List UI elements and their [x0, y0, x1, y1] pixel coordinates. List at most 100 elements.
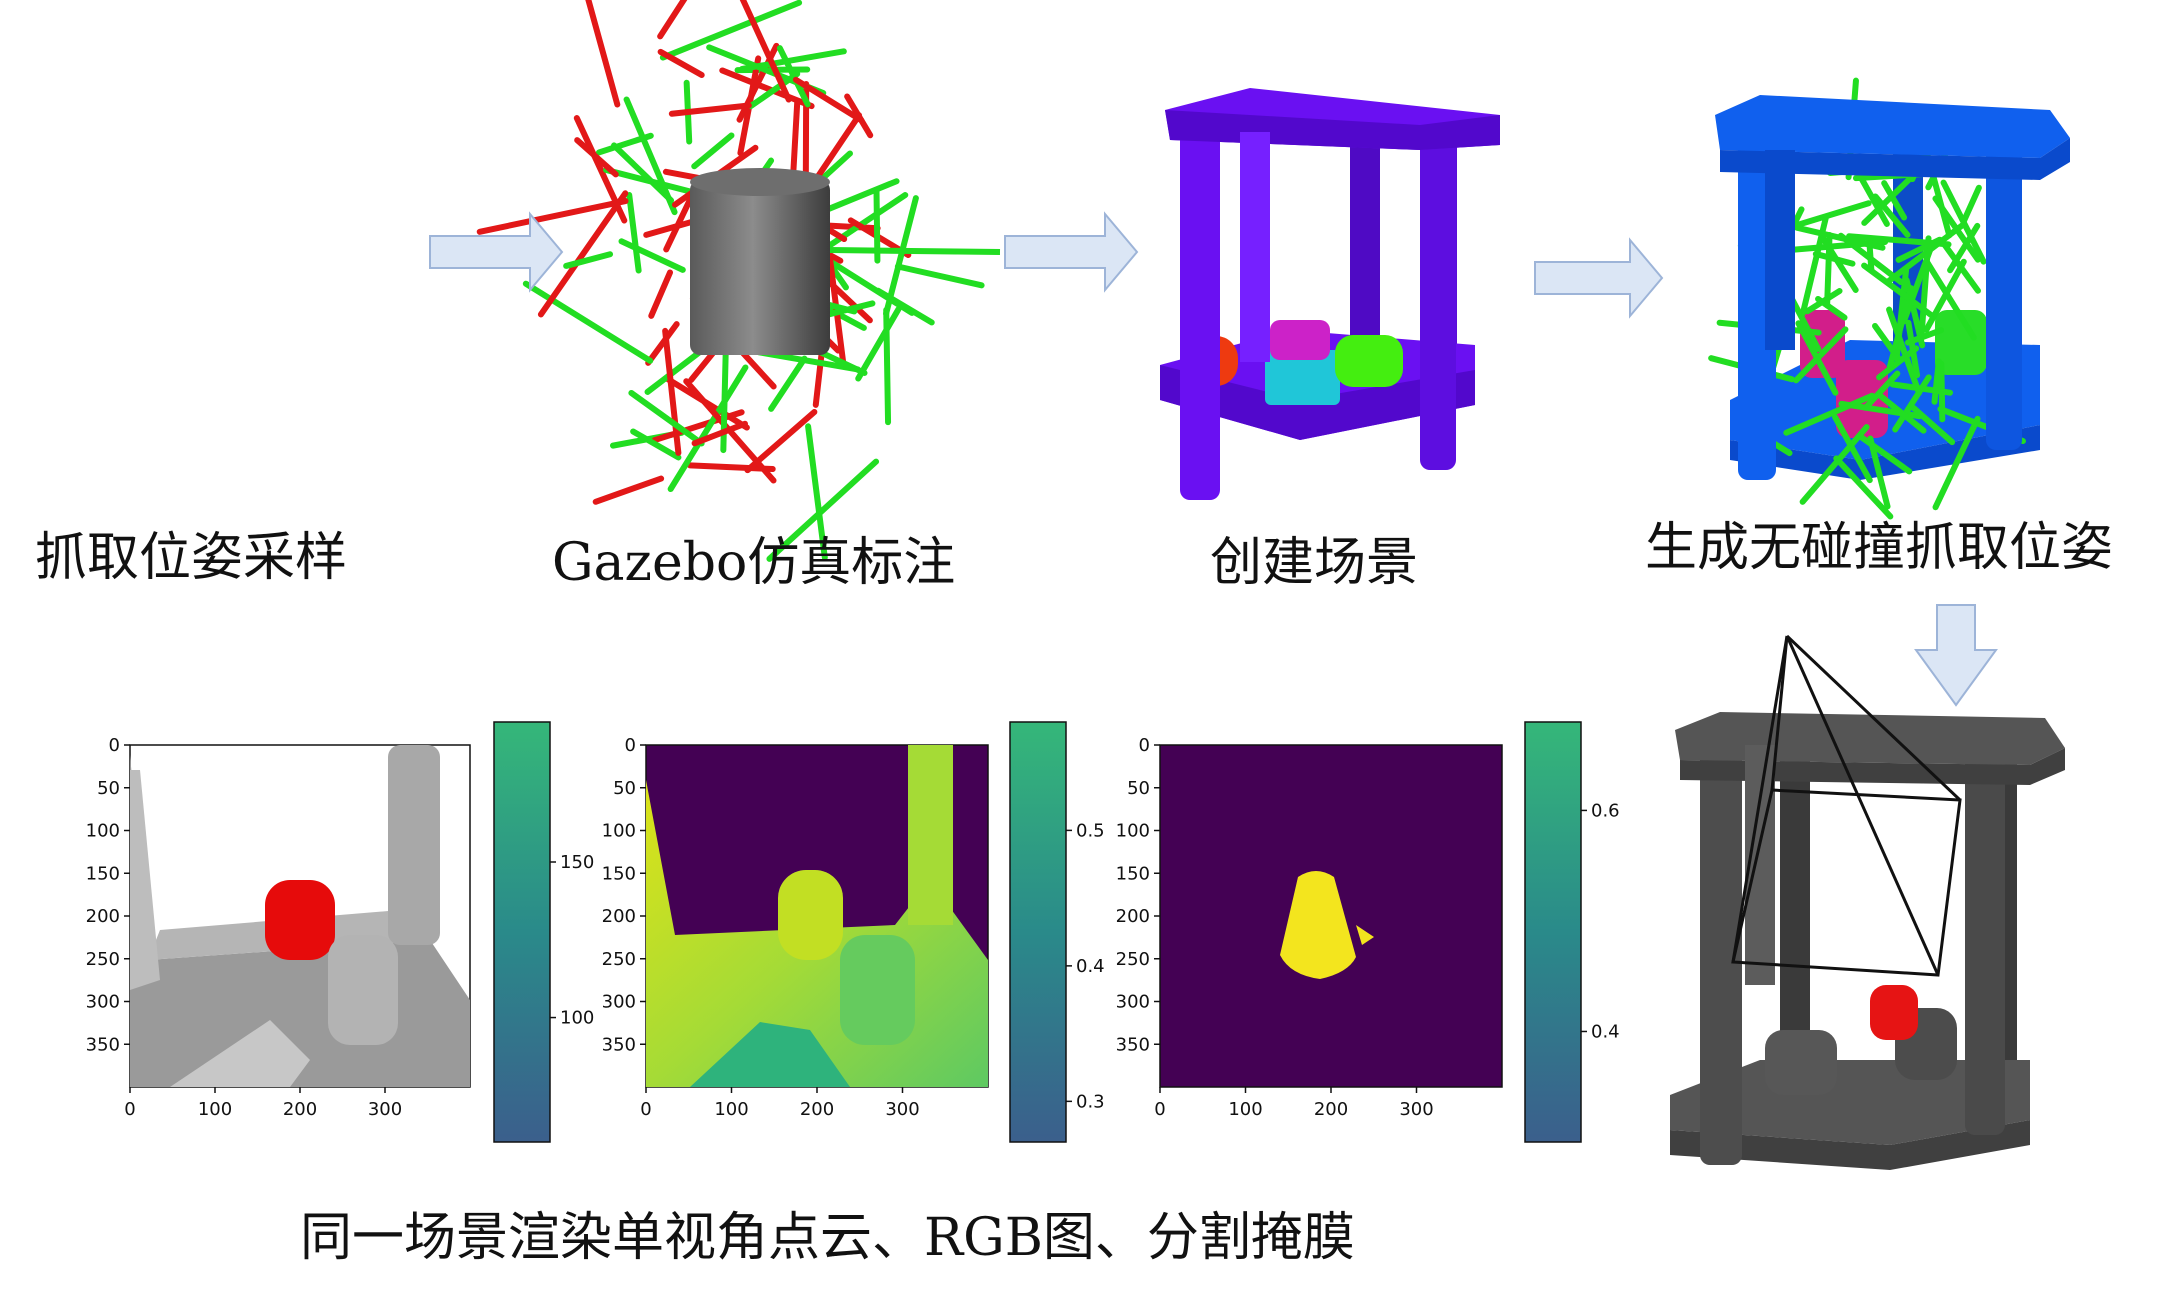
grasp-line	[563, 251, 614, 269]
purple-shelf-scene	[1160, 88, 1500, 500]
grasp-line	[1862, 370, 1901, 411]
x-tick-label: 100	[714, 1099, 748, 1120]
grasp-line	[1932, 195, 1981, 263]
x-tick-label: 0	[1154, 1099, 1165, 1120]
y-tick-label: 100	[1116, 821, 1150, 842]
grasp-line	[739, 0, 792, 103]
grasp-line	[1832, 414, 1873, 484]
x-tick-label: 300	[368, 1099, 402, 1120]
arrow-right-3	[1534, 237, 1664, 319]
grasp-sampling-illustration	[476, 0, 1001, 562]
arrow-down	[1914, 604, 1998, 707]
rgb-colorbar	[493, 721, 551, 1143]
grasp-line	[657, 48, 705, 79]
y-tick-label: 200	[602, 906, 636, 927]
grasp-line	[626, 192, 642, 274]
grasp-line	[1796, 200, 1872, 228]
grasp-line	[1872, 193, 1911, 238]
grasp-line	[585, 0, 621, 108]
bottom-caption: 同一场景渲染单视角点云、RGB图、分割掩膜	[300, 1208, 1355, 1268]
label-gazebo-annotation: Gazebo仿真标注	[552, 533, 955, 593]
grasp-line	[1815, 296, 1848, 321]
y-tick-label: 300	[602, 992, 636, 1013]
y-tick-label: 250	[602, 949, 636, 970]
grasp-line	[1889, 381, 1954, 396]
gray-cylinder-object	[690, 180, 830, 355]
blue-shelf-scene	[1708, 77, 2070, 520]
y-tick-label: 100	[86, 821, 120, 842]
mask-colorbar-ticks: 0.60.4	[1581, 800, 1620, 1042]
grasp-line	[829, 247, 1001, 255]
grasp-line	[1795, 320, 1839, 396]
y-tick-label: 50	[97, 778, 120, 799]
y-tick-label: 250	[1116, 949, 1150, 970]
y-tick-label: 250	[86, 949, 120, 970]
grasp-line	[691, 132, 735, 170]
grasp-line	[630, 428, 682, 461]
grasp-line	[776, 45, 811, 108]
grasp-line	[662, 327, 682, 456]
grasp-line	[855, 306, 902, 382]
red-mug-gray-scene	[1870, 985, 1918, 1040]
grasp-line	[592, 475, 665, 505]
grasp-line	[768, 355, 808, 412]
cyan-box	[1265, 350, 1340, 405]
grasp-line	[618, 238, 686, 273]
grasp-line	[628, 389, 705, 447]
x-tick-label: 0	[124, 1099, 135, 1120]
grasp-line	[476, 198, 629, 235]
gray-mug-1	[1765, 1030, 1837, 1095]
y-tick-label: 350	[1116, 1034, 1150, 1055]
y-tick-label: 150	[1116, 863, 1150, 884]
grasp-line	[792, 76, 865, 124]
grasp-line	[883, 195, 919, 317]
cylinder-top	[690, 168, 830, 196]
grasp-line	[766, 458, 880, 562]
grasp-line	[1947, 222, 1981, 274]
grasp-line	[522, 280, 654, 364]
grasp-line	[1819, 234, 1859, 293]
colorbar-tick-label: 100	[560, 1008, 594, 1029]
green-mug	[1335, 335, 1403, 387]
arrow-right-1	[429, 211, 564, 293]
y-tick-label: 300	[86, 992, 120, 1013]
grasp-line	[537, 190, 629, 318]
grasp-line	[1876, 345, 1920, 381]
colorbar-tick-label: 0.6	[1591, 800, 1620, 821]
grasp-line	[805, 423, 828, 561]
label-collision-free: 生成无碰撞抓取位姿	[1645, 518, 2113, 578]
grasp-line	[1867, 435, 1891, 510]
grasp-line	[574, 137, 619, 178]
label-create-scene: 创建场景	[1210, 533, 1418, 593]
grasp-line	[667, 364, 749, 493]
segmentation-mask-panel	[1159, 744, 1503, 1088]
y-tick-label: 50	[1127, 778, 1150, 799]
grasp-line	[1783, 392, 1876, 436]
grasp-line	[687, 462, 776, 473]
y-tick-label: 0	[625, 735, 636, 756]
grasp-line	[1961, 184, 1982, 224]
grasp-line	[1923, 258, 1967, 334]
arrow-right-2	[1004, 211, 1139, 293]
x-tick-label: 100	[1228, 1099, 1262, 1120]
x-tick-label: 200	[1314, 1099, 1348, 1120]
y-tick-label: 200	[86, 906, 120, 927]
mask-colorbar	[1524, 721, 1582, 1143]
depth-colorbar	[1009, 721, 1067, 1143]
grasp-line	[1881, 180, 1908, 221]
grasp-line	[1931, 358, 1942, 405]
grasp-line	[611, 142, 675, 204]
x-tick-label: 300	[885, 1099, 919, 1120]
grasp-line	[1799, 424, 1870, 505]
x-tick-label: 200	[283, 1099, 317, 1120]
grasp-line	[645, 321, 680, 366]
colorbar-tick-label: 0.4	[1076, 956, 1105, 977]
grasp-line	[1905, 319, 1921, 379]
y-tick-label: 350	[86, 1034, 120, 1055]
y-tick-label: 0	[1139, 735, 1150, 756]
